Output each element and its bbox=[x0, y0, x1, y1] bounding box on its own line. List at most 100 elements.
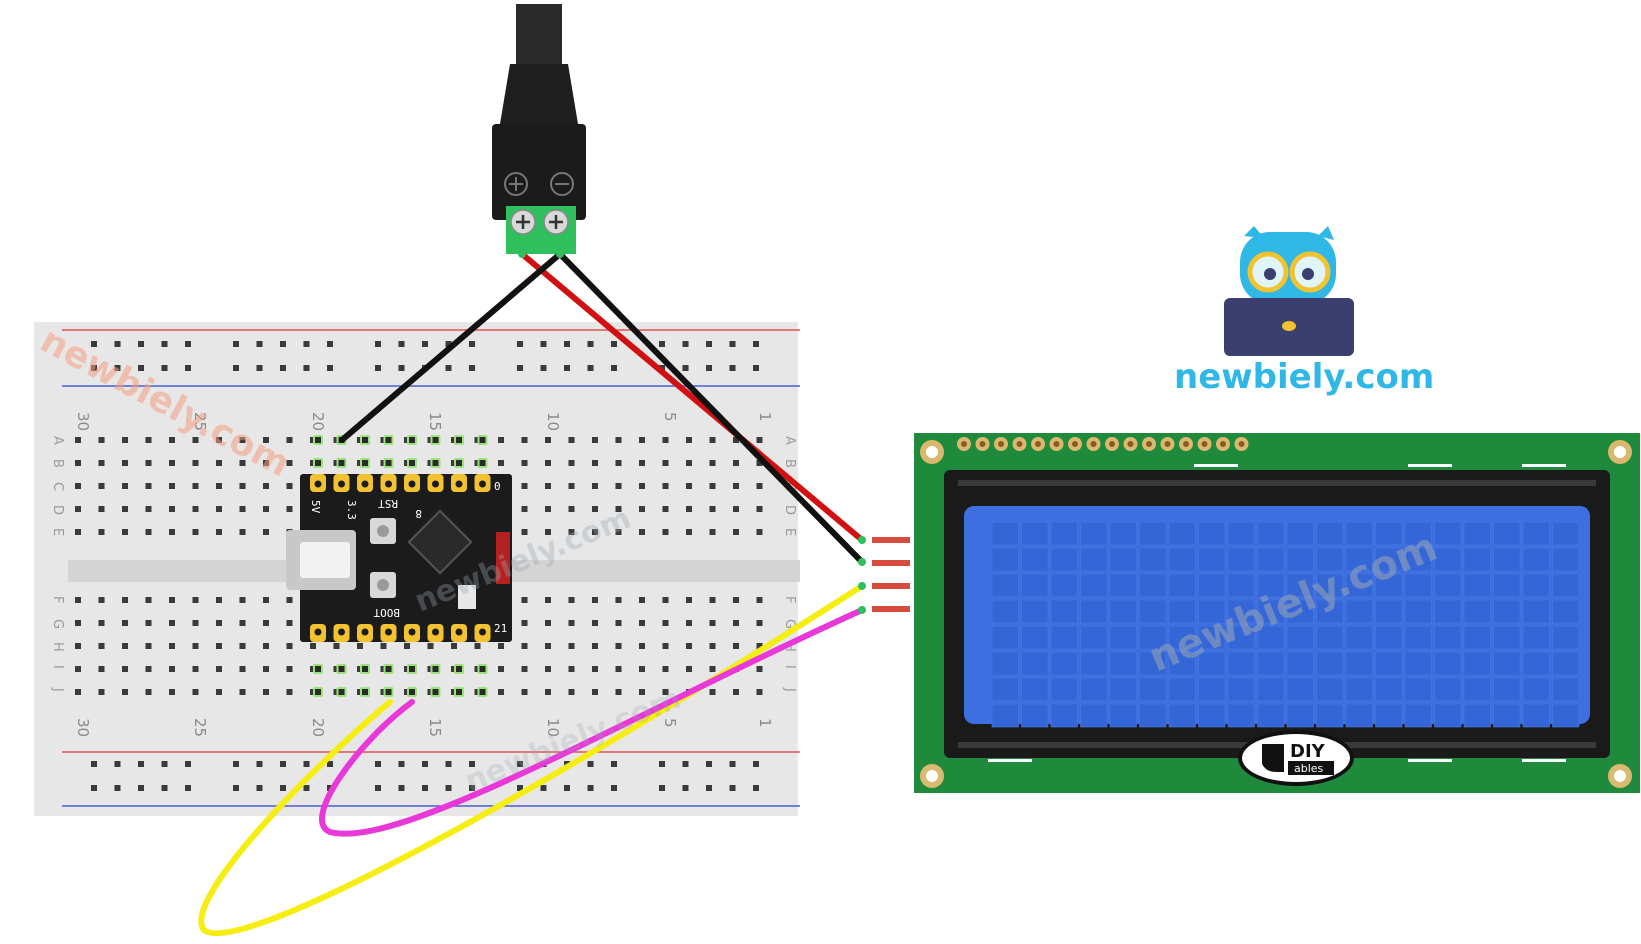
lcd-pin-scl bbox=[872, 606, 910, 612]
lcd-header-pin-hole bbox=[998, 441, 1004, 447]
breadboard-hole bbox=[263, 506, 269, 512]
lcd-mark bbox=[1194, 464, 1238, 467]
hole-center bbox=[409, 666, 415, 672]
pin-8-label: 8 bbox=[415, 507, 422, 520]
mcu-pin-hole bbox=[432, 628, 439, 636]
rail-hole bbox=[398, 785, 405, 791]
breadboard-hole bbox=[192, 460, 199, 466]
wire-end bbox=[858, 558, 866, 566]
lcd-cell bbox=[1168, 573, 1196, 598]
lcd-cell bbox=[1463, 547, 1491, 572]
rail-hole bbox=[256, 365, 263, 371]
lcd-cell bbox=[1522, 625, 1550, 650]
hole-center bbox=[362, 437, 368, 443]
row-letter: A bbox=[50, 436, 65, 445]
breadboard-hole bbox=[709, 460, 716, 466]
breadboard-hole bbox=[263, 437, 269, 443]
lcd-cell bbox=[1050, 573, 1078, 598]
wire-red-vcc bbox=[519, 251, 865, 543]
lcd-cell bbox=[1522, 547, 1550, 572]
breadboard-hole bbox=[686, 483, 692, 489]
dc-power-jack bbox=[492, 4, 586, 254]
laptop-dot bbox=[1282, 321, 1296, 331]
breadboard-hole bbox=[662, 437, 669, 443]
breadboard-hole bbox=[75, 506, 81, 512]
hole-center bbox=[456, 666, 462, 672]
breadboard-hole bbox=[662, 620, 669, 626]
breadboard-hole bbox=[545, 597, 551, 603]
rail-hole bbox=[611, 761, 617, 767]
mcu-pin-hole bbox=[479, 480, 486, 488]
rail-hole bbox=[280, 341, 286, 347]
breadboard-hole bbox=[662, 529, 669, 535]
lcd-cell bbox=[1227, 573, 1255, 598]
breadboard-hole bbox=[686, 666, 692, 672]
breadboard-hole bbox=[686, 597, 692, 603]
breadboard-hole bbox=[521, 506, 528, 512]
breadboard-hole bbox=[639, 506, 645, 512]
wire-black-gnd-lcd bbox=[557, 251, 865, 565]
breadboard-hole bbox=[75, 460, 81, 466]
rail-hole bbox=[185, 341, 191, 347]
row-letter: I bbox=[50, 665, 65, 669]
lcd-cell bbox=[1257, 625, 1285, 650]
breadboard-hole bbox=[756, 689, 763, 695]
breadboard-hole bbox=[286, 483, 293, 489]
jack-housing bbox=[492, 124, 586, 220]
breadboard-hole bbox=[216, 483, 222, 489]
rail-hole bbox=[753, 341, 759, 347]
rail-hole bbox=[682, 785, 689, 791]
lcd-cell bbox=[1404, 677, 1432, 702]
breadboard-hole bbox=[98, 483, 105, 489]
breadboard-hole bbox=[98, 437, 105, 443]
rail-hole bbox=[375, 365, 381, 371]
rail-hole bbox=[375, 761, 381, 767]
lcd-cell bbox=[1109, 599, 1137, 624]
usb-c-inner bbox=[300, 542, 350, 578]
rail-hole bbox=[753, 785, 759, 791]
hole-center bbox=[362, 666, 368, 672]
lcd-cell bbox=[1375, 521, 1403, 546]
lcd-cell bbox=[1493, 599, 1521, 624]
breadboard-hole bbox=[169, 483, 175, 489]
lcd-cell bbox=[1493, 547, 1521, 572]
lcd-header-pin-hole bbox=[1016, 441, 1023, 447]
jack-barrel bbox=[516, 4, 562, 64]
column-number: 5 bbox=[661, 412, 679, 422]
breadboard-hole bbox=[169, 643, 175, 649]
breadboard-hole bbox=[145, 460, 152, 466]
rail-hole bbox=[398, 761, 405, 767]
lcd-cell bbox=[1316, 703, 1344, 728]
hole-center bbox=[409, 689, 415, 695]
breadboard-hole bbox=[568, 529, 575, 535]
breadboard-hole bbox=[686, 506, 692, 512]
lcd-cell bbox=[1109, 703, 1137, 728]
column-number: 10 bbox=[544, 412, 562, 431]
breadboard-hole bbox=[122, 689, 128, 695]
breadboard-hole bbox=[216, 437, 222, 443]
breadboard-hole bbox=[75, 666, 81, 672]
lcd-cell bbox=[1434, 573, 1462, 598]
rail-hole bbox=[682, 341, 689, 347]
rail-hole bbox=[256, 761, 263, 767]
lcd-cell bbox=[1139, 651, 1167, 676]
lcd-cell bbox=[1257, 521, 1285, 546]
column-number: 30 bbox=[74, 412, 92, 431]
rst-button-cap bbox=[377, 525, 389, 537]
boot-button-cap bbox=[377, 579, 389, 591]
lcd-mark bbox=[1408, 464, 1452, 467]
mcu-pin-hole bbox=[361, 628, 369, 636]
lcd-cell bbox=[1552, 573, 1580, 598]
lcd-header-pin-hole bbox=[1183, 441, 1189, 447]
lcd-cell bbox=[991, 625, 1019, 650]
mcu-pins bbox=[310, 474, 491, 642]
mcu-pin-hole bbox=[479, 628, 486, 636]
rail-hole bbox=[445, 761, 452, 767]
breadboard-hole bbox=[75, 620, 81, 626]
column-number: 15 bbox=[426, 718, 444, 737]
breadboard-hole bbox=[521, 460, 528, 466]
plus-circle-icon bbox=[504, 172, 528, 196]
lcd-cell bbox=[991, 573, 1019, 598]
hole-center bbox=[432, 460, 439, 466]
